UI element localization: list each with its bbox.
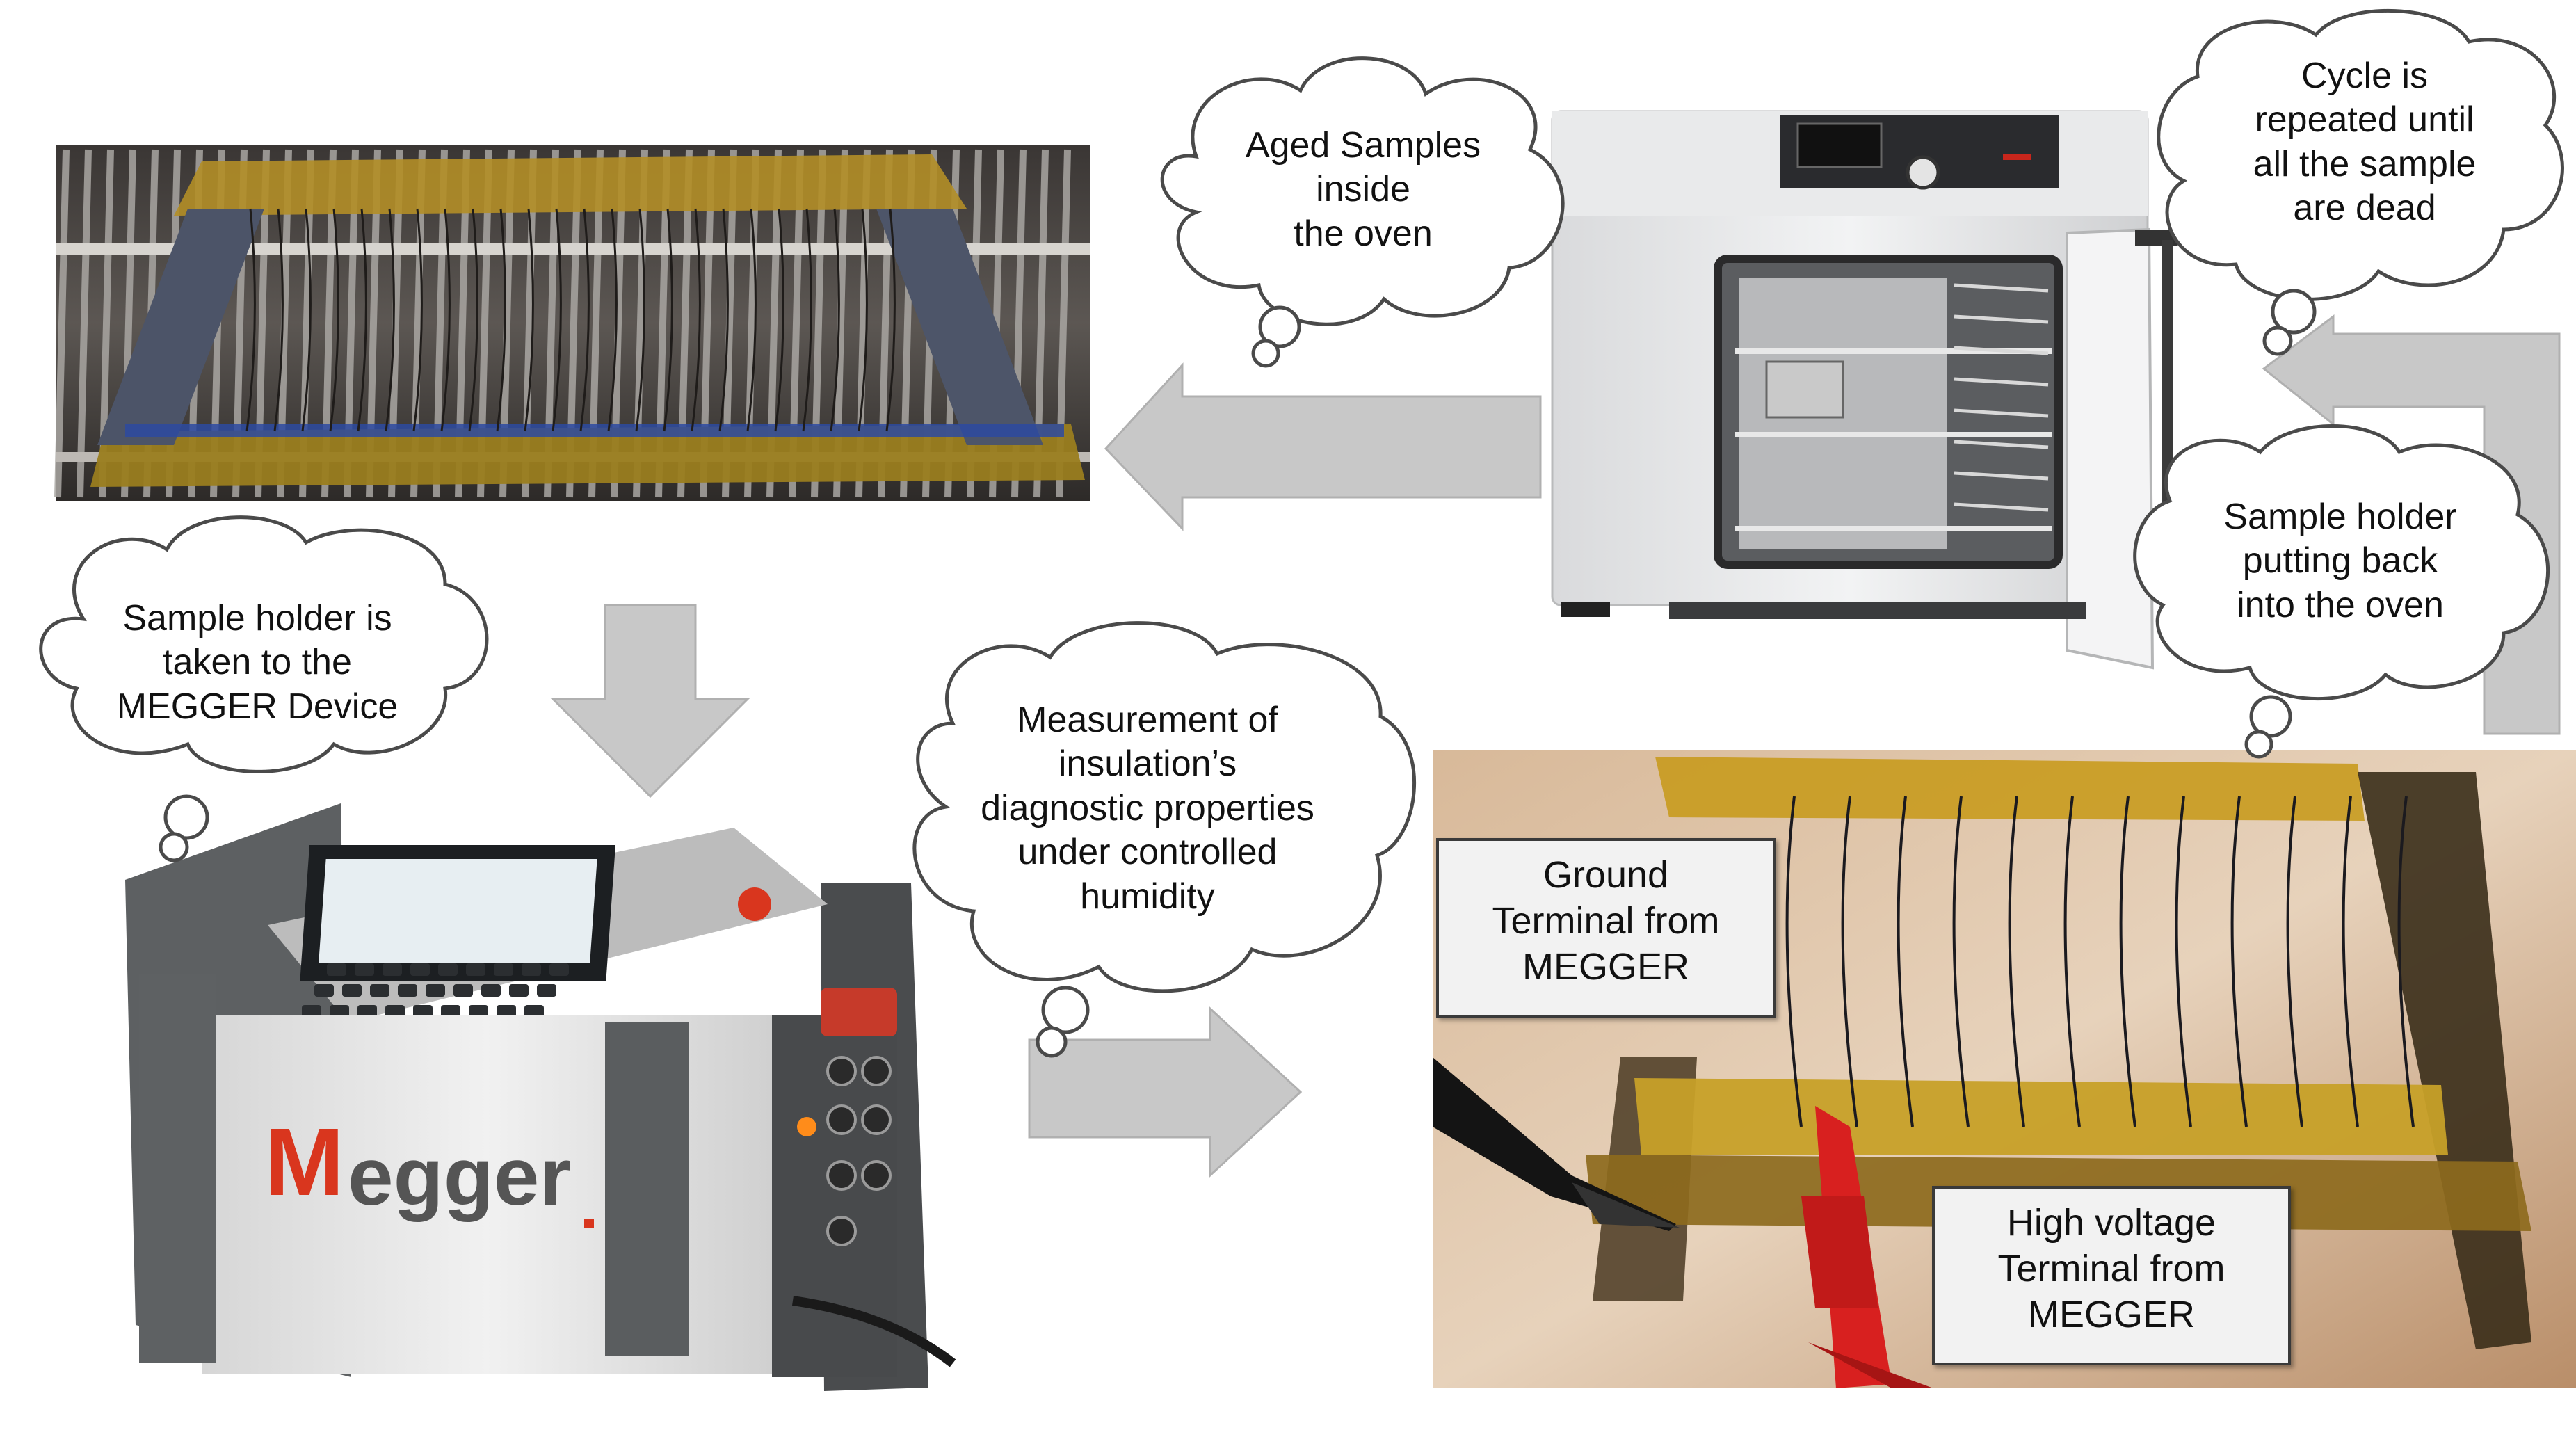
ground-terminal-text: Ground Terminal from MEGGER	[1436, 853, 1776, 990]
arrow-oven-to-aged-samples	[1104, 362, 1542, 531]
cloud-measurement	[912, 621, 1417, 1058]
ground-line-2: Terminal from	[1492, 899, 1720, 942]
cloud-cycle-line-1: Cycle is	[2301, 56, 2429, 96]
cloud-cycle-repeat	[2157, 8, 2564, 356]
cloud-back-line-2: putting back	[2242, 540, 2438, 581]
cloud-cycle-line-2: repeated until	[2255, 99, 2474, 140]
hv-line-2: Terminal from	[1997, 1247, 2225, 1290]
cloud-measure-line-3: diagnostic properties	[981, 787, 1314, 828]
cloud-back-to-oven	[2133, 424, 2550, 759]
cloud-megger-line-1: Sample holder is	[122, 598, 392, 638]
cloud-aged-line-3: the oven	[1294, 213, 1433, 254]
cloud-back-line-1: Sample holder	[2223, 497, 2457, 537]
cloud-megger-line-2: taken to the	[163, 642, 352, 683]
cloud-megger-line-3: MEGGER Device	[116, 686, 399, 727]
cloud-to-megger-text: Sample holder is taken to the MEGGER Dev…	[63, 597, 452, 729]
megger-logo-rest: egger	[348, 1131, 571, 1223]
cloud-cycle-text: Cycle is repeated until all the sample a…	[2177, 54, 2552, 231]
aged-samples-photo	[54, 145, 1090, 501]
arrow-megger-to-holder	[1028, 1006, 1303, 1178]
cloud-measure-line-2: insulation’s	[1058, 744, 1237, 785]
hv-terminal-text: High voltage Terminal from MEGGER	[1932, 1200, 2291, 1338]
cloud-measurement-text: Measurement of insulation’s diagnostic p…	[932, 698, 1363, 919]
cloud-aged-samples-text: Aged Samples inside the oven	[1182, 124, 1544, 256]
cloud-aged-line-2: inside	[1316, 169, 1410, 210]
cloud-aged-line-1: Aged Samples	[1245, 125, 1481, 166]
ground-line-1: Ground	[1543, 854, 1669, 896]
cloud-measure-line-1: Measurement of	[1017, 700, 1278, 740]
cloud-to-megger	[39, 515, 489, 862]
ground-line-3: MEGGER	[1522, 945, 1690, 988]
cloud-cycle-line-4: are dead	[2293, 188, 2436, 229]
cloud-back-line-3: into the oven	[2237, 584, 2444, 625]
oven-photo	[1551, 110, 2177, 670]
cloud-aged-samples	[1160, 56, 1565, 368]
megger-logo-m: M	[264, 1109, 344, 1216]
megger-device-photo: M egger	[125, 803, 956, 1391]
sample-holder-photo	[1433, 750, 2576, 1388]
cloud-measure-line-4: under controlled	[1017, 832, 1278, 873]
cloud-back-to-oven-text: Sample holder putting back into the oven	[2149, 495, 2531, 627]
cloud-measure-line-5: humidity	[1080, 876, 1215, 917]
arrow-aged-samples-down	[550, 604, 750, 798]
ground-terminal-callout	[1436, 838, 1776, 1018]
hv-line-1: High voltage	[2006, 1202, 2216, 1244]
hv-terminal-callout	[1932, 1186, 2291, 1365]
cloud-cycle-line-3: all the sample	[2253, 143, 2477, 184]
hv-line-3: MEGGER	[2027, 1293, 2196, 1335]
